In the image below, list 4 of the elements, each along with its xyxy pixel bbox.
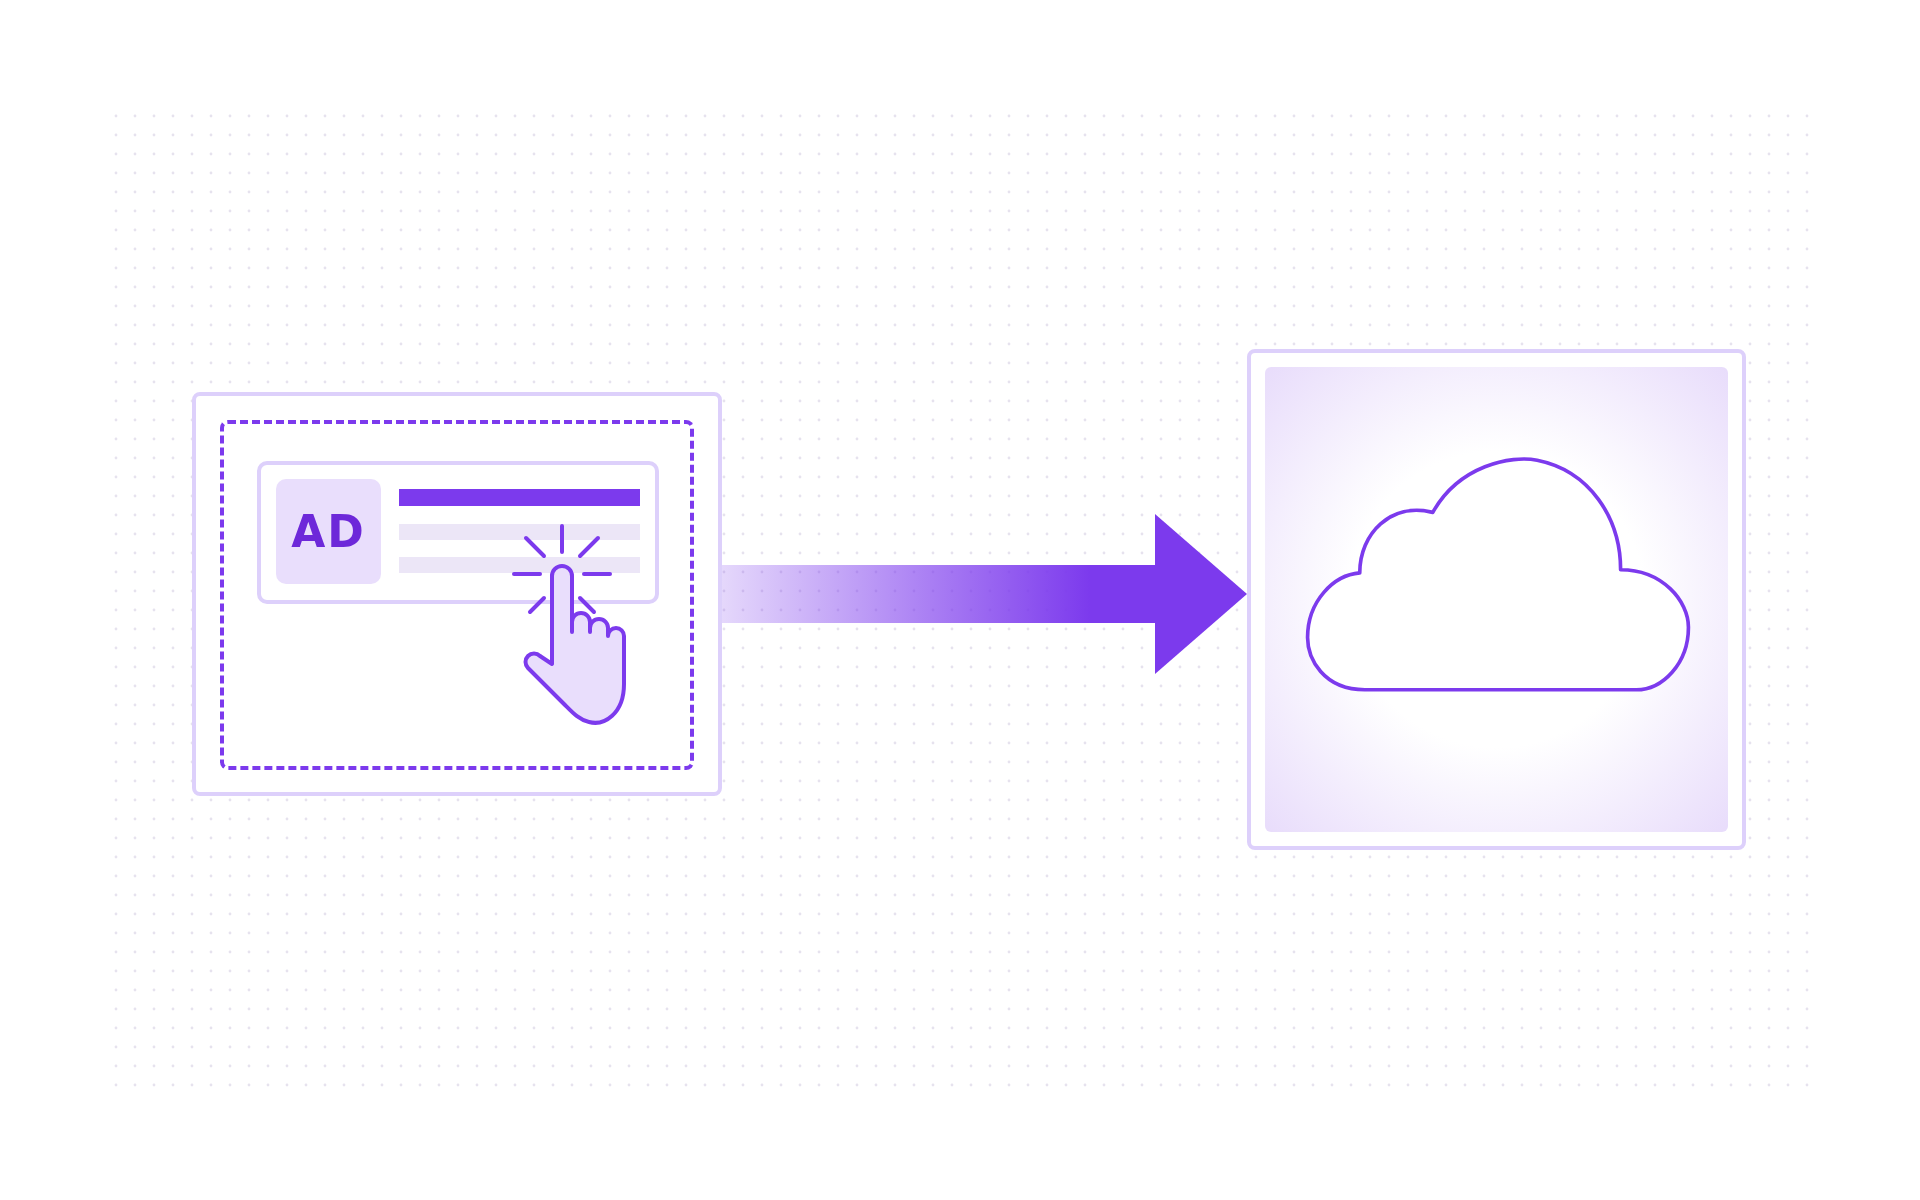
badge-label: AD <box>291 506 366 557</box>
ad-badge <box>276 479 381 584</box>
card-box <box>192 392 722 796</box>
arrow <box>722 514 1247 674</box>
